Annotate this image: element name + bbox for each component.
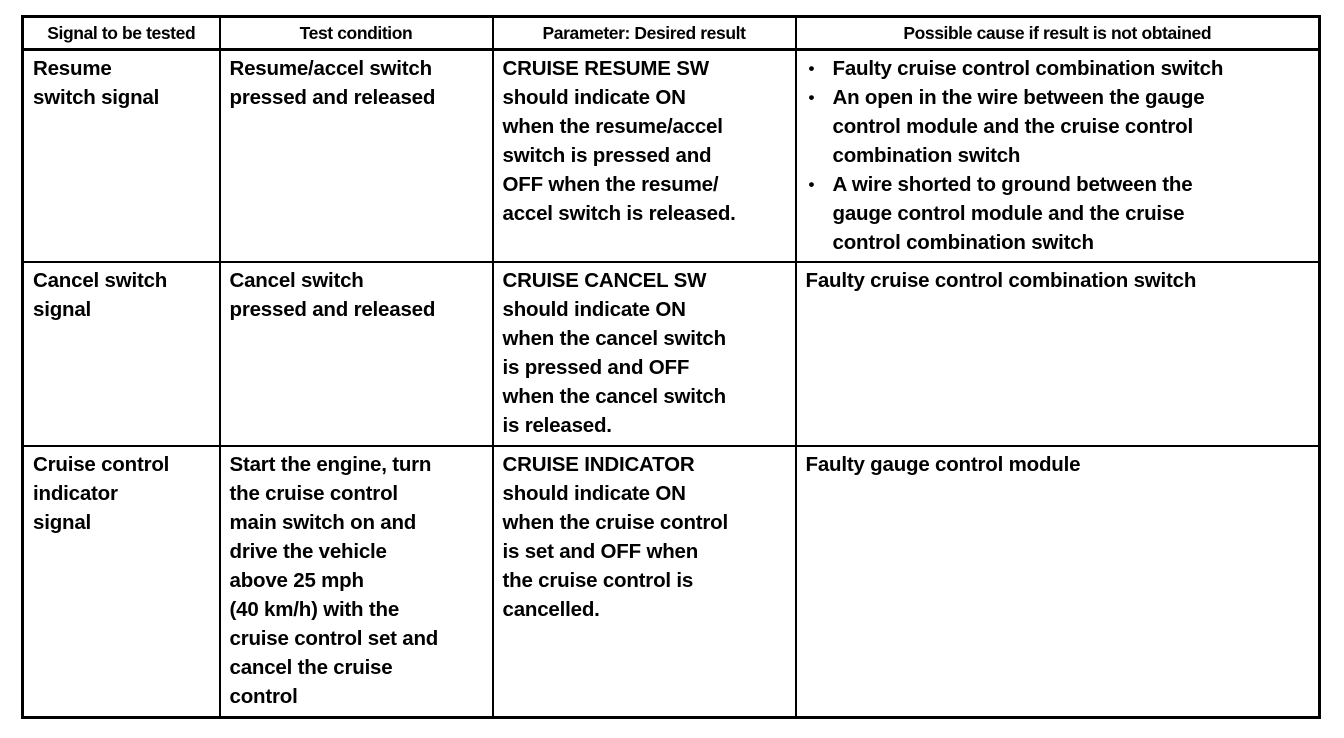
cell-signal: Cruise control indicator signal <box>21 445 221 718</box>
signal-text: Resume switch signal <box>33 57 160 109</box>
condition-text: Start the engine, turn the cruise contro… <box>229 453 439 708</box>
cause-text: A wire shorted to ground between the gau… <box>832 173 1193 254</box>
result-text: CRUISE CANCEL SW should indicate ON when… <box>502 269 727 437</box>
bullet-icon: • <box>808 175 815 194</box>
cause-list-item: • Faulty cruise control combination swit… <box>806 54 1311 83</box>
cell-desired-result: CRUISE CANCEL SW should indicate ON when… <box>491 261 797 447</box>
bullet-icon: • <box>808 59 815 78</box>
table-row-cruise-indicator: Cruise control indicator signal Start th… <box>21 445 1321 718</box>
result-text: CRUISE RESUME SW should indicate ON when… <box>502 57 736 225</box>
cell-test-condition: Cancel switch pressed and released <box>218 261 494 447</box>
header-cell-parameter-result: Parameter: Desired result <box>491 15 797 51</box>
result-text: CRUISE INDICATOR should indicate ON when… <box>502 453 729 621</box>
header-cell-possible-cause: Possible cause if result is not obtained <box>794 15 1321 51</box>
cell-possible-cause: Faulty cruise control combination switch <box>794 261 1321 447</box>
header-cell-test-condition: Test condition <box>218 15 494 51</box>
cell-test-condition: Resume/accel switch pressed and released <box>218 48 494 263</box>
table-row-cancel-switch: Cancel switch signal Cancel switch press… <box>21 261 1321 447</box>
cause-text: Faulty cruise control combination switch <box>805 269 1197 292</box>
cause-list-item: • An open in the wire between the gauge … <box>806 83 1311 170</box>
bullet-icon: • <box>808 88 815 107</box>
signal-text: Cancel switch signal <box>33 269 168 321</box>
cause-list-item: • A wire shorted to ground between the g… <box>806 170 1311 257</box>
cell-desired-result: CRUISE INDICATOR should indicate ON when… <box>491 445 797 718</box>
cell-possible-cause: • Faulty cruise control combination swit… <box>794 48 1321 263</box>
cell-signal: Resume switch signal <box>21 48 221 263</box>
condition-text: Resume/accel switch pressed and released <box>229 57 436 109</box>
signal-text: Cruise control indicator signal <box>33 453 170 534</box>
cell-test-condition: Start the engine, turn the cruise contro… <box>218 445 494 718</box>
cause-text: Faulty cruise control combination switch <box>832 57 1224 80</box>
table-header-row: Signal to be tested Test condition Param… <box>21 15 1321 51</box>
cell-signal: Cancel switch signal <box>21 261 221 447</box>
cause-text: Faulty gauge control module <box>805 453 1081 476</box>
cell-possible-cause: Faulty gauge control module <box>794 445 1321 718</box>
cell-desired-result: CRUISE RESUME SW should indicate ON when… <box>491 48 797 263</box>
diagnostic-table: Signal to be tested Test condition Param… <box>21 15 1321 719</box>
table-row-resume-switch: Resume switch signal Resume/accel switch… <box>21 48 1321 263</box>
header-cell-signal: Signal to be tested <box>21 15 221 51</box>
condition-text: Cancel switch pressed and released <box>229 269 436 321</box>
cause-text: An open in the wire between the gauge co… <box>832 86 1205 167</box>
